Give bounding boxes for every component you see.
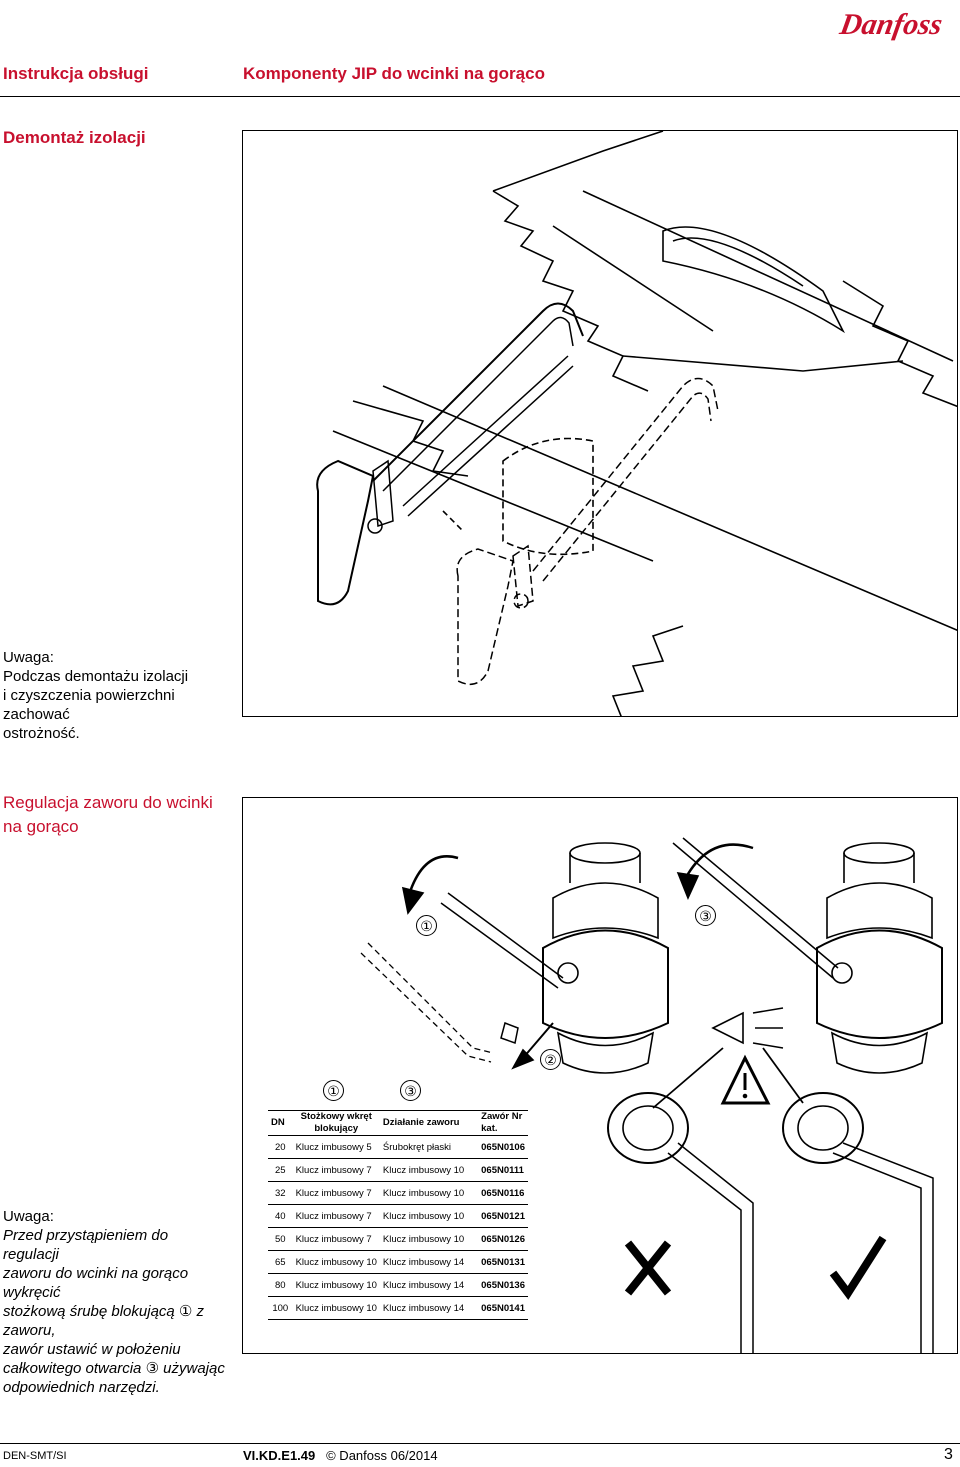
- table-header-lock-screw: Stożkowy wkręt blokujący: [292, 1110, 380, 1136]
- cell-catalog-no: 065N0121: [478, 1204, 528, 1228]
- cell-valve-tool: Klucz imbusowy 10: [379, 1204, 479, 1228]
- header-divider: [0, 96, 960, 97]
- section-title-line: na gorąco: [3, 817, 79, 836]
- note-line: Podczas demontażu izolacji: [3, 668, 189, 685]
- footer-doc-number: VI.KD.E1.49: [243, 1448, 316, 1463]
- footer-divider: [0, 1443, 960, 1444]
- cell-lock-tool: Klucz imbusowy 5: [292, 1135, 380, 1159]
- cell-valve-tool: Klucz imbusowy 14: [379, 1250, 479, 1274]
- header-product-title: Komponenty JIP do wcinki na gorąco: [243, 64, 545, 83]
- cell-lock-tool: Klucz imbusowy 7: [292, 1204, 380, 1228]
- cell-dn: 100: [268, 1296, 293, 1320]
- cell-dn: 40: [268, 1204, 293, 1228]
- footer-copyright: © Danfoss 06/2014: [326, 1448, 438, 1463]
- note-line: zaworu do wcinki na gorąco wykręcić: [3, 1265, 189, 1301]
- cell-dn: 25: [268, 1158, 293, 1182]
- cell-dn: 32: [268, 1181, 293, 1205]
- note-line: odpowiednich narzędzi.: [3, 1379, 160, 1396]
- cell-valve-tool: Klucz imbusowy 10: [379, 1181, 479, 1205]
- cell-catalog-no: 065N0106: [478, 1135, 528, 1159]
- cell-lock-tool: Klucz imbusowy 10: [292, 1296, 380, 1320]
- table-header-catalog-number: Zawór Nr kat.: [478, 1110, 528, 1136]
- cell-valve-tool: Śrubokręt płaski: [379, 1135, 479, 1159]
- cell-valve-tool: Klucz imbusowy 14: [379, 1273, 479, 1297]
- header-document-type: Instrukcja obsługi: [3, 64, 149, 83]
- insulation-note: Uwaga: Podczas demontażu izolacji i czys…: [3, 648, 233, 743]
- note-line: Przed przystąpieniem do regulacji: [3, 1227, 169, 1263]
- footer-code: DEN-SMT/SI: [3, 1450, 67, 1462]
- table-header-valve-operation: Działanie zaworu: [379, 1110, 479, 1136]
- cell-lock-tool: Klucz imbusowy 10: [292, 1250, 380, 1274]
- section-title-insulation: Demontaż izolacji: [3, 128, 146, 147]
- marker-3: ③: [695, 905, 716, 926]
- insulation-removal-illustration: [242, 130, 958, 717]
- cell-valve-tool: Klucz imbusowy 14: [379, 1296, 479, 1320]
- footer-document-id: VI.KD.E1.49 © Danfoss 06/2014: [243, 1448, 438, 1463]
- page-number: 3: [944, 1446, 953, 1463]
- cell-lock-tool: Klucz imbusowy 7: [292, 1227, 380, 1251]
- note-line: ostrożność.: [3, 725, 80, 742]
- cell-catalog-no: 065N0111: [478, 1158, 528, 1182]
- cell-dn: 65: [268, 1250, 293, 1274]
- danfoss-logo: Danfoss: [838, 7, 945, 41]
- cell-catalog-no: 065N0131: [478, 1250, 528, 1274]
- svg-text:Danfoss: Danfoss: [838, 7, 945, 41]
- table-header-dn: DN: [268, 1110, 293, 1136]
- note-line: zawór ustawić w położeniu: [3, 1341, 181, 1358]
- cell-dn: 80: [268, 1273, 293, 1297]
- table-marker-1: ①: [323, 1080, 344, 1101]
- marker-2: ②: [540, 1049, 561, 1070]
- cell-catalog-no: 065N0116: [478, 1181, 528, 1205]
- cell-lock-tool: Klucz imbusowy 10: [292, 1273, 380, 1297]
- note-label: Uwaga:: [3, 1208, 54, 1225]
- section-title-valve-adjustment: Regulacja zaworu do wcinki na gorąco: [3, 791, 233, 839]
- cell-valve-tool: Klucz imbusowy 10: [379, 1158, 479, 1182]
- note-line: całkowitego otwarcia ③ używając: [3, 1360, 225, 1377]
- tool-specification-table: DN Stożkowy wkręt blokujący Działanie za…: [268, 1110, 528, 1320]
- table-marker-3: ③: [400, 1080, 421, 1101]
- section-title-line: Regulacja zaworu do wcinki: [3, 793, 213, 812]
- cell-catalog-no: 065N0141: [478, 1296, 528, 1320]
- cell-dn: 20: [268, 1135, 293, 1159]
- cell-catalog-no: 065N0136: [478, 1273, 528, 1297]
- cell-valve-tool: Klucz imbusowy 10: [379, 1227, 479, 1251]
- cell-lock-tool: Klucz imbusowy 7: [292, 1181, 380, 1205]
- note-line: stożkową śrubę blokującą ① z zaworu,: [3, 1303, 205, 1339]
- valve-adjustment-note: Uwaga: Przed przystąpieniem do regulacji…: [3, 1207, 228, 1397]
- cell-lock-tool: Klucz imbusowy 7: [292, 1158, 380, 1182]
- marker-1: ①: [416, 915, 437, 936]
- note-line: i czyszczenia powierzchni zachować: [3, 687, 175, 723]
- cell-dn: 50: [268, 1227, 293, 1251]
- valve-adjustment-illustration: ① ③ ② ① ③: [242, 797, 958, 1354]
- cell-catalog-no: 065N0126: [478, 1227, 528, 1251]
- note-label: Uwaga:: [3, 649, 54, 666]
